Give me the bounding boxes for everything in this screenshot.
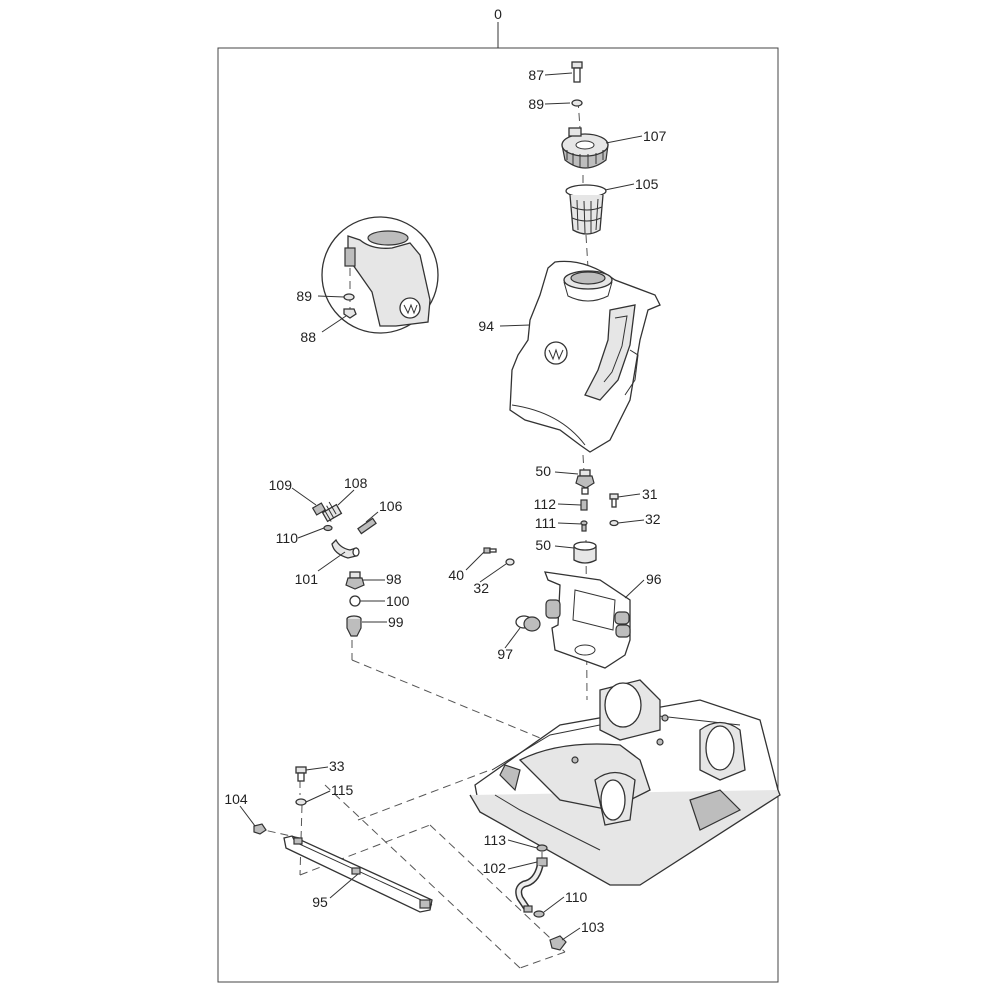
callout-50-lower: 50 bbox=[535, 537, 551, 553]
callout-108: 108 bbox=[344, 475, 368, 491]
strainer-105 bbox=[565, 184, 607, 235]
water-tank-94 bbox=[509, 260, 661, 453]
callout-106: 106 bbox=[379, 498, 403, 514]
callout-101: 101 bbox=[295, 571, 319, 587]
callout-110-left: 110 bbox=[276, 530, 299, 546]
elbow-101 bbox=[331, 538, 360, 559]
bolt-33 bbox=[295, 766, 307, 782]
bolt-87 bbox=[571, 61, 583, 83]
callout-89-detail: 89 bbox=[296, 288, 312, 304]
callout-87: 87 bbox=[528, 67, 544, 83]
callout-94: 94 bbox=[478, 318, 494, 334]
callout-89: 89 bbox=[528, 96, 544, 112]
screw-40 bbox=[483, 547, 497, 554]
washer-89-detail bbox=[343, 293, 355, 301]
callout-32-lower: 32 bbox=[473, 580, 489, 596]
callout-113: 113 bbox=[484, 832, 507, 848]
assembly-number: 0 bbox=[494, 6, 502, 22]
pipe-106 bbox=[357, 517, 377, 535]
washer-32-lower bbox=[505, 558, 515, 566]
callout-99: 99 bbox=[388, 614, 404, 630]
nut-104 bbox=[253, 823, 267, 835]
callout-102: 102 bbox=[483, 860, 507, 876]
valve-99 bbox=[346, 615, 362, 637]
hose-102 bbox=[515, 857, 548, 913]
fitting-98 bbox=[345, 571, 365, 590]
callout-32-upper: 32 bbox=[645, 511, 661, 527]
callout-97: 97 bbox=[497, 646, 513, 662]
callout-103: 103 bbox=[581, 919, 605, 935]
callout-112: 112 bbox=[534, 496, 557, 512]
callout-95: 95 bbox=[312, 894, 328, 910]
fitting-112 bbox=[580, 499, 588, 511]
washer-89 bbox=[571, 99, 583, 107]
bracket-96 bbox=[544, 571, 631, 669]
callout-31: 31 bbox=[642, 486, 658, 502]
washer-110-left bbox=[323, 524, 333, 532]
callout-100: 100 bbox=[386, 593, 410, 609]
washer-32-upper bbox=[609, 519, 619, 527]
fitting-109 bbox=[311, 502, 327, 516]
callout-50-upper: 50 bbox=[535, 463, 551, 479]
washer-115 bbox=[295, 798, 307, 806]
callout-40: 40 bbox=[448, 567, 464, 583]
rubber-mount-97 bbox=[515, 615, 541, 632]
bolt-31 bbox=[609, 493, 619, 508]
washer-111 bbox=[580, 520, 588, 532]
callout-104: 104 bbox=[224, 791, 248, 807]
callout-107: 107 bbox=[643, 128, 667, 144]
callout-98: 98 bbox=[386, 571, 402, 587]
bushing-50-lower bbox=[573, 541, 597, 564]
callout-115: 115 bbox=[331, 782, 354, 798]
fitting-108 bbox=[321, 501, 343, 523]
callout-96: 96 bbox=[646, 571, 662, 587]
nozzle-103 bbox=[549, 935, 567, 951]
callout-111: 111 bbox=[535, 515, 556, 531]
washer-110-right bbox=[533, 910, 545, 918]
base-plate bbox=[469, 679, 781, 886]
callout-105: 105 bbox=[635, 176, 659, 192]
callout-88: 88 bbox=[300, 329, 316, 345]
callout-110-right: 110 bbox=[565, 889, 588, 905]
washer-113 bbox=[536, 844, 548, 852]
callout-33: 33 bbox=[329, 758, 345, 774]
callout-labels: 87 89 107 105 89 88 94 50 112 111 50 31 … bbox=[224, 67, 666, 935]
fitting-50-upper bbox=[575, 469, 595, 495]
leader-lines bbox=[239, 72, 645, 941]
detail-inset bbox=[321, 216, 439, 334]
ball-100 bbox=[349, 595, 361, 607]
filler-cap-107 bbox=[561, 127, 609, 169]
nut-88-detail bbox=[343, 308, 357, 319]
callout-109: 109 bbox=[269, 477, 293, 493]
